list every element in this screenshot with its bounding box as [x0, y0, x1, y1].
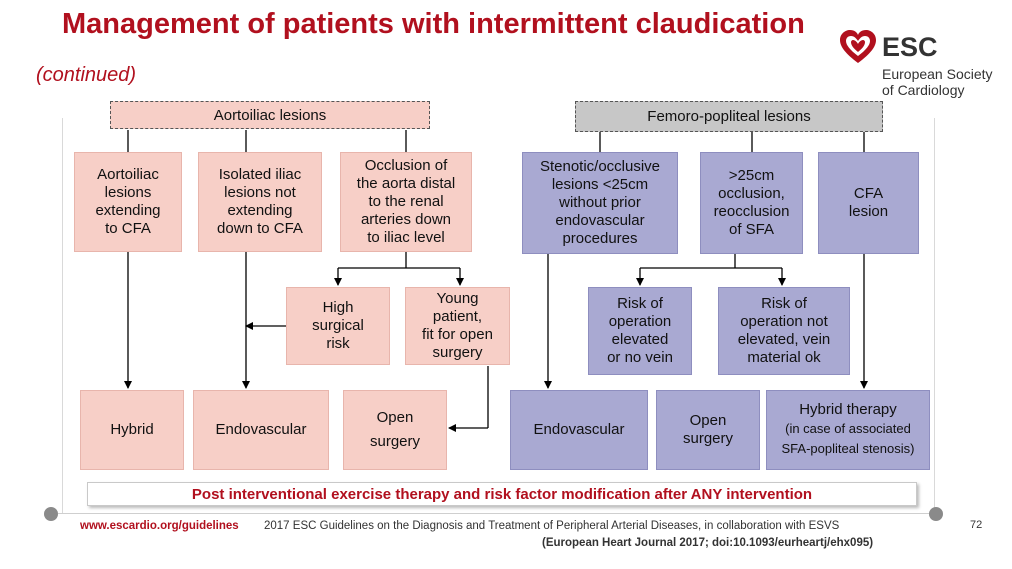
box-line: extending	[227, 202, 293, 219]
esc-logo: ESC European Society of Cardiology	[838, 28, 998, 98]
box-line: (in case of associated	[785, 421, 911, 436]
footer-right-dot	[929, 507, 943, 521]
box-line: Risk of	[761, 295, 807, 312]
footer-divider	[58, 513, 929, 514]
box-line: Stenotic/occlusive	[539, 158, 661, 175]
box-line: Risk of	[617, 295, 663, 312]
aortoiliac-extending-box: Aortoiliac lesions extending to CFA	[74, 152, 182, 252]
box-line: lesions <25cm	[551, 176, 649, 193]
page-title: Management of patients with intermittent…	[62, 8, 805, 40]
box-line: material ok	[747, 349, 821, 366]
open-surgery-result-box: Open surgery	[343, 390, 447, 470]
box-line: without prior	[559, 194, 641, 211]
logo-name-line1: European Society	[882, 66, 993, 82]
logo-name: European Society of Cardiology	[882, 66, 993, 98]
box-line: >25cm	[728, 167, 775, 184]
box-line: Open	[689, 412, 727, 429]
young-patient-box: Young patient, fit for open surgery	[405, 287, 510, 365]
box-line: procedures	[562, 230, 638, 247]
guidelines-link[interactable]: www.escardio.org/guidelines	[80, 520, 239, 532]
box-line: Occlusion of	[364, 157, 448, 174]
box-line: lesions not	[224, 184, 296, 201]
box-line: occlusion,	[718, 185, 785, 202]
box-line: surgery	[369, 433, 421, 450]
logo-name-line2: of Cardiology	[882, 82, 965, 98]
box-line: SFA-popliteal stenosis)	[781, 441, 915, 456]
long-occlusion-box: >25cm occlusion, reocclusion of SFA	[700, 152, 803, 254]
hybrid-result-box: Hybrid	[80, 390, 184, 470]
cfa-lesion-box: CFA lesion	[818, 152, 919, 254]
post-intervention-banner: Post interventional exercise therapy and…	[87, 482, 917, 506]
box-line: endovascular	[555, 212, 645, 229]
box-line: to the renal	[368, 193, 444, 210]
box-line: High	[322, 299, 354, 316]
box-line: surgical	[312, 317, 364, 334]
box-line: elevated	[611, 331, 669, 348]
logo-abbr: ESC	[882, 32, 938, 62]
box-line: to CFA	[105, 220, 151, 237]
femoro-endovascular-result-box: Endovascular	[510, 390, 648, 470]
footer-left-dot	[44, 507, 58, 521]
isolated-iliac-box: Isolated iliac lesions not extending dow…	[198, 152, 322, 252]
box-line: surgery	[682, 430, 734, 447]
box-line: reocclusion	[713, 203, 790, 220]
box-line: lesions	[104, 184, 152, 201]
box-line: patient,	[432, 308, 483, 325]
box-line: Open	[376, 409, 414, 426]
citation-line-2: (European Heart Journal 2017; doi:10.109…	[542, 537, 874, 549]
high-surgical-risk-box: High surgical risk	[286, 287, 390, 365]
box-line: lesion	[848, 203, 889, 220]
femoro-popliteal-header: Femoro-popliteal lesions	[575, 101, 883, 132]
box-line: extending	[95, 202, 161, 219]
aorta-occlusion-box: Occlusion of the aorta distal to the ren…	[340, 152, 472, 252]
box-line: or no vein	[607, 349, 673, 366]
box-line: down to CFA	[217, 220, 303, 237]
box-line: CFA	[853, 185, 884, 202]
risk-elevated-box: Risk of operation elevated or no vein	[588, 287, 692, 375]
box-line: the aorta distal	[356, 175, 456, 192]
left-frame-line	[62, 118, 63, 513]
box-line: surgery	[432, 344, 483, 361]
page-number: 72	[970, 519, 983, 531]
risk-not-elevated-box: Risk of operation not elevated, vein mat…	[718, 287, 850, 375]
box-line: operation	[608, 313, 672, 330]
hybrid-therapy-result-box: Hybrid therapy (in case of associated SF…	[766, 390, 930, 470]
box-line: Aortoiliac	[97, 166, 159, 183]
box-line: Hybrid therapy	[799, 401, 897, 418]
box-line: operation not	[740, 313, 828, 330]
endovascular-result-box: Endovascular	[193, 390, 329, 470]
box-line: arteries down	[360, 211, 452, 228]
box-line: to iliac level	[367, 229, 445, 246]
box-line: fit for open	[422, 326, 493, 343]
box-line: of SFA	[728, 221, 775, 238]
femoro-open-surgery-result-box: Open surgery	[656, 390, 760, 470]
citation-line-1: 2017 ESC Guidelines on the Diagnosis and…	[264, 520, 840, 532]
aortoiliac-header: Aortoiliac lesions	[110, 101, 430, 129]
page-subtitle: (continued)	[36, 64, 137, 86]
stenotic-occlusive-box: Stenotic/occlusive lesions <25cm without…	[522, 152, 678, 254]
box-line: Isolated iliac	[218, 166, 302, 183]
heart-logo-icon	[840, 30, 876, 63]
box-line: risk	[326, 335, 350, 352]
box-line: Young	[436, 290, 479, 307]
box-line: elevated, vein	[737, 331, 831, 348]
right-frame-line	[934, 118, 935, 513]
